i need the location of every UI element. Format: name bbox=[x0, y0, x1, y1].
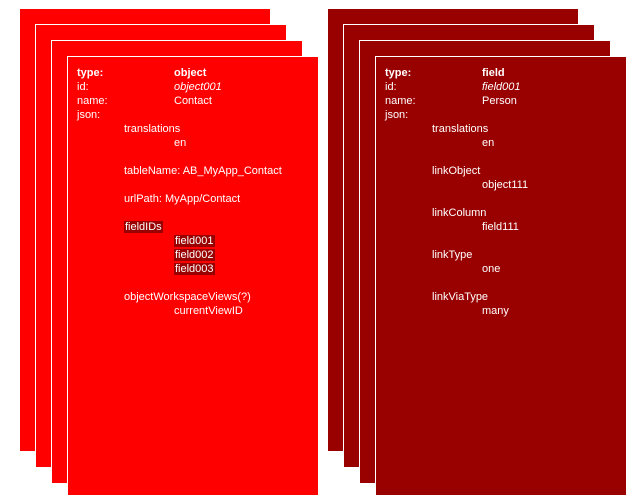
object-card: type: object id: object001 name: Contact js… bbox=[67, 56, 319, 496]
name-label: name: bbox=[77, 95, 108, 107]
name-value: Contact bbox=[174, 95, 212, 107]
linkcolumn-value: field111 bbox=[482, 221, 519, 233]
id-label: id: bbox=[77, 81, 89, 93]
linktype-key: linkType bbox=[432, 249, 473, 261]
tablename-entry: tableName: AB_MyApp_Contact bbox=[124, 165, 282, 177]
field-id-item: field003 bbox=[174, 263, 215, 275]
linktype-value: one bbox=[482, 263, 501, 275]
linkobject-key: linkObject bbox=[432, 165, 481, 177]
field-card: type: field id: field001 name: Person json:… bbox=[375, 56, 627, 496]
name-label: name: bbox=[385, 95, 416, 107]
type-label: type: bbox=[77, 67, 104, 79]
field-id-item: field002 bbox=[174, 249, 215, 261]
translations-key: translations bbox=[432, 123, 489, 135]
fieldids-key: fieldIDs bbox=[124, 221, 163, 233]
current-view-id: currentViewID bbox=[174, 305, 243, 317]
field-id-item: field001 bbox=[174, 235, 215, 247]
urlpath-entry: urlPath: MyApp/Contact bbox=[124, 193, 241, 205]
id-label: id: bbox=[385, 81, 397, 93]
type-value: object bbox=[174, 67, 207, 79]
translations-value: en bbox=[482, 137, 495, 149]
id-value: field001 bbox=[482, 81, 521, 93]
linkobject-value: object111 bbox=[482, 179, 529, 191]
linkviatype-value: many bbox=[482, 305, 509, 317]
type-label: type: bbox=[385, 67, 412, 79]
workspace-views-key: objectWorkspaceViews(?) bbox=[124, 291, 251, 303]
id-value: object001 bbox=[174, 81, 222, 93]
type-value: field bbox=[482, 67, 505, 79]
linkviatype-key: linkViaType bbox=[432, 291, 489, 303]
json-label: json: bbox=[77, 109, 101, 121]
translations-value: en bbox=[174, 137, 187, 149]
json-label: json: bbox=[385, 109, 409, 121]
translations-key: translations bbox=[124, 123, 181, 135]
name-value: Person bbox=[482, 95, 517, 107]
linkcolumn-key: linkColumn bbox=[432, 207, 487, 219]
